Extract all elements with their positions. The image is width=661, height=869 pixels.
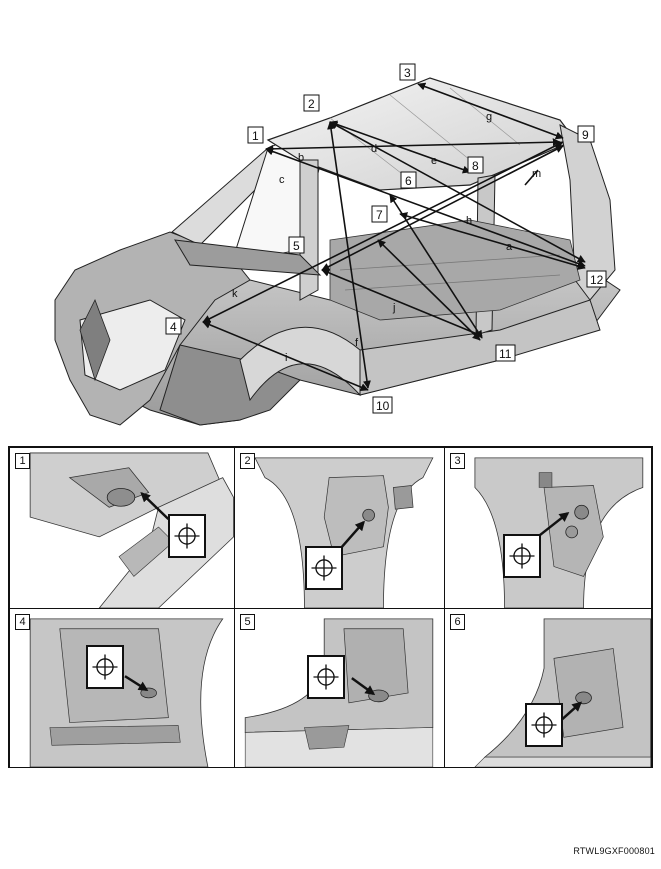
document-code: RTWL9GXF000801 (573, 846, 655, 856)
detail-panel-4: 4 (9, 608, 235, 768)
panel-number-4: 4 (15, 614, 30, 630)
letter-b: b (298, 152, 304, 164)
panel-number-6: 6 (450, 614, 465, 630)
letter-k: k (232, 288, 238, 300)
panel-number-3: 3 (450, 453, 465, 469)
letter-j: j (392, 302, 395, 314)
callout-1: 1 (247, 126, 264, 144)
panel-number-2: 2 (240, 453, 255, 469)
callout-4: 4 (165, 317, 182, 335)
crosshair-target-icon (307, 655, 345, 699)
svg-text:8: 8 (472, 159, 479, 173)
detail-panel-6: 6 (444, 608, 652, 768)
callout-11: 11 (495, 344, 516, 362)
svg-text:9: 9 (582, 128, 589, 142)
detail-panel-2: 2 (234, 447, 445, 609)
measurement-lines (202, 82, 586, 391)
detail-3-drawing (474, 457, 644, 608)
letter-c: c (279, 174, 285, 186)
callout-12: 12 (586, 270, 607, 288)
svg-text:3: 3 (404, 66, 411, 80)
callout-5: 5 (288, 236, 305, 254)
svg-text:12: 12 (590, 273, 604, 287)
callout-8: 8 (467, 156, 484, 174)
panel-number-5: 5 (240, 614, 255, 630)
line-k-11 (377, 239, 481, 341)
letter-a: a (506, 241, 513, 253)
body-shell-diagram: a b c d e f g h i j k m 1 2 3 4 5 6 7 8 … (54, 63, 621, 426)
detail-1-drawing (29, 452, 234, 608)
svg-text:7: 7 (376, 208, 383, 222)
svg-text:1: 1 (252, 129, 259, 143)
letter-m: m (532, 168, 541, 180)
detail-views-grid: 1 2 3 (8, 446, 653, 768)
body-shell-drawing (54, 77, 621, 426)
svg-text:2: 2 (308, 97, 315, 111)
line-m (524, 169, 539, 186)
panel-number-1: 1 (15, 453, 30, 469)
crosshair-target-icon (168, 514, 206, 558)
detail-2-drawing (254, 457, 434, 608)
callout-9: 9 (577, 125, 595, 143)
line-7-12 (399, 212, 586, 270)
svg-text:10: 10 (376, 399, 390, 413)
letter-e: e (431, 155, 437, 167)
callout-3: 3 (399, 63, 416, 81)
letter-g: g (486, 111, 492, 123)
svg-text:6: 6 (405, 174, 412, 188)
line-4-10 (202, 321, 369, 391)
svg-text:4: 4 (170, 320, 177, 334)
letter-h: h (466, 215, 472, 227)
detail-panel-5: 5 (234, 608, 445, 768)
crosshair-target-icon (525, 703, 563, 747)
letter-f: f (355, 337, 359, 349)
letter-labels: a b c d e f g h i j k m (232, 111, 541, 364)
svg-text:5: 5 (293, 239, 300, 253)
crosshair-target-icon (305, 546, 343, 590)
detail-4-drawing (29, 618, 224, 767)
callout-2: 2 (303, 94, 320, 112)
callout-7: 7 (371, 205, 388, 223)
callout-10: 10 (372, 396, 393, 414)
letter-i: i (285, 352, 287, 364)
detail-panel-1: 1 (9, 447, 235, 609)
svg-text:11: 11 (499, 347, 512, 361)
crosshair-target-icon (503, 534, 541, 578)
detail-panel-3: 3 (444, 447, 652, 609)
callout-6: 6 (400, 171, 417, 189)
number-callouts: 1 2 3 4 5 6 7 8 9 10 11 12 (165, 63, 607, 414)
crosshair-target-icon (86, 645, 124, 689)
letter-d: d (371, 143, 377, 155)
line-3-9 (417, 82, 564, 140)
